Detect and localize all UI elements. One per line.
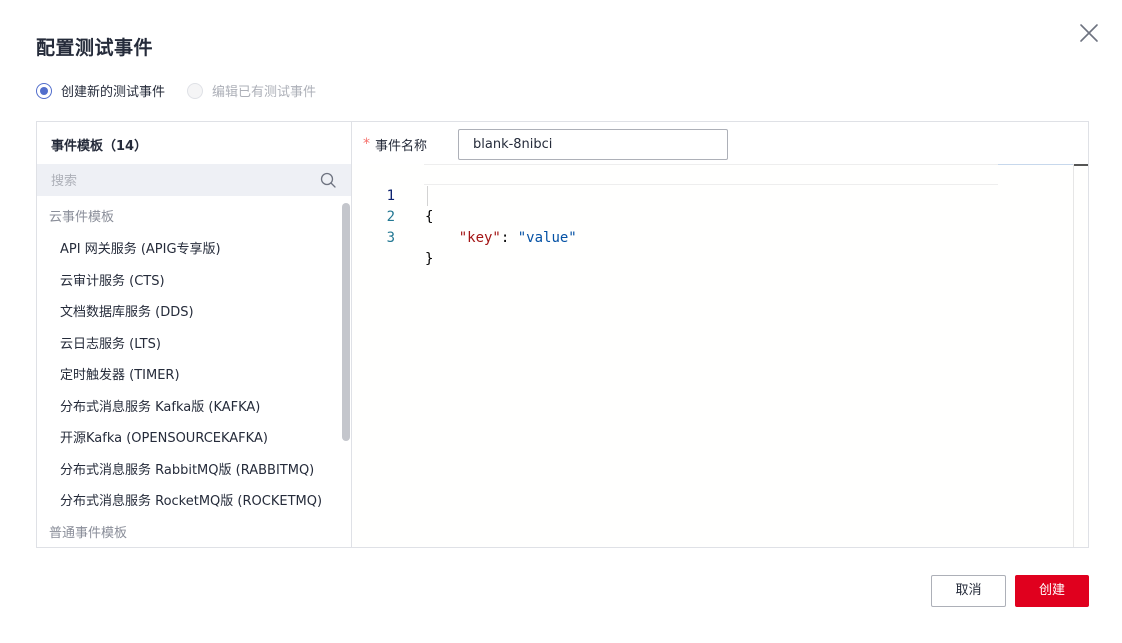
template-list: 云事件模板 API 网关服务 (APIG专享版) 云审计服务 (CTS) 文档数…	[37, 202, 341, 547]
json-colon: :	[500, 230, 518, 246]
event-editor-area: * 事件名称 1 { 2 "key": "value"	[352, 122, 1088, 547]
radio-create-new-event[interactable]: 创建新的测试事件	[36, 81, 165, 100]
code-line: 1 {	[352, 165, 436, 225]
indent-guide	[427, 186, 428, 206]
event-name-input[interactable]	[458, 129, 728, 160]
json-value: "value"	[517, 230, 577, 246]
dialog-title: 配置测试事件	[36, 37, 154, 59]
search-icon[interactable]	[320, 172, 336, 188]
template-item[interactable]: 定时触发器 (TIMER)	[60, 368, 180, 383]
json-code-editor[interactable]: 1 { 2 "key": "value" 3 }	[352, 164, 1088, 547]
required-mark: *	[363, 136, 370, 152]
template-search-input[interactable]	[37, 164, 323, 198]
event-name-label: 事件名称	[375, 138, 428, 154]
template-item[interactable]: 开源Kafka (OPENSOURCEKAFKA)	[60, 431, 268, 446]
template-list-title: 事件模板（14）	[51, 139, 148, 154]
radio-unchecked-icon	[187, 82, 204, 99]
create-button[interactable]: 创建	[1015, 575, 1089, 607]
template-item[interactable]: 云审计服务 (CTS)	[60, 273, 165, 289]
template-item[interactable]: 分布式消息服务 RabbitMQ版 (RABBITMQ)	[60, 462, 315, 478]
event-name-label-row: * 事件名称	[363, 129, 427, 159]
template-group-label: 普通事件模板	[49, 525, 128, 541]
close-icon[interactable]	[1078, 22, 1100, 44]
line-number: 2	[386, 209, 395, 225]
template-item[interactable]: 文档数据库服务 (DDS)	[60, 305, 194, 320]
template-search	[37, 164, 351, 198]
template-group-label: 云事件模板	[49, 210, 115, 225]
radio-label: 创建新的测试事件	[61, 85, 166, 100]
editor-overview-ruler	[998, 164, 1073, 165]
code-text: {	[425, 209, 434, 225]
json-key: "key"	[458, 230, 501, 246]
line-number: 3	[386, 230, 395, 246]
code-text: }	[425, 251, 434, 267]
current-line-highlight	[424, 164, 998, 185]
template-sidebar: 事件模板（14） 云事件模板 API 网关服务 (APIG专享版) 云审计服务 …	[37, 122, 352, 547]
template-item[interactable]: API 网关服务 (APIG专享版)	[60, 242, 221, 257]
line-number: 1	[386, 188, 395, 204]
event-config-panel: 事件模板（14） 云事件模板 API 网关服务 (APIG专享版) 云审计服务 …	[36, 121, 1089, 548]
template-item[interactable]: 云日志服务 (LTS)	[60, 336, 161, 352]
code-line: 2 "key": "value"	[352, 186, 577, 246]
code-line: 3 }	[352, 207, 436, 267]
code-text: "key": "value"	[425, 228, 577, 249]
template-item[interactable]: 分布式消息服务 RocketMQ版 (ROCKETMQ)	[60, 494, 323, 509]
radio-edit-existing-event[interactable]: 编辑已有测试事件	[187, 81, 316, 100]
event-mode-radio-group: 创建新的测试事件 编辑已有测试事件	[36, 81, 338, 100]
radio-checked-icon	[36, 82, 52, 99]
template-list-scrollbar[interactable]	[342, 203, 350, 441]
template-item[interactable]: 分布式消息服务 Kafka版 (KAFKA)	[60, 399, 261, 415]
editor-scrollbar[interactable]	[1073, 164, 1088, 547]
editor-scrollbar-thumb[interactable]	[1074, 164, 1088, 166]
cancel-button[interactable]: 取消	[931, 575, 1006, 607]
radio-label: 编辑已有测试事件	[212, 85, 317, 100]
